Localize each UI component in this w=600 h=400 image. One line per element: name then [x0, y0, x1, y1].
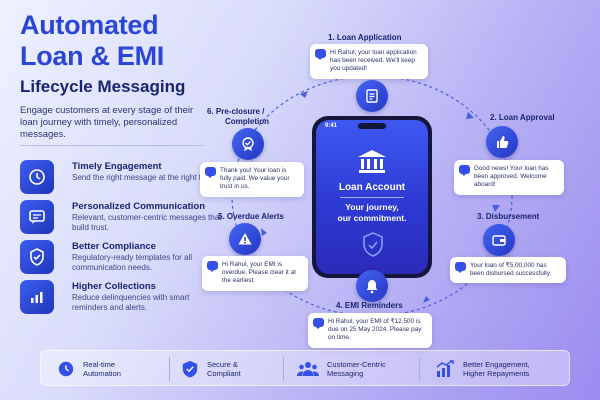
page-title: Automated Loan & EMI Lifecycle Messaging — [20, 10, 250, 98]
loan-account-heading: Loan Account — [338, 182, 406, 193]
step-label-loan-application: 1. Loan Application — [328, 33, 402, 42]
clock-icon — [20, 160, 54, 194]
benefit-separator — [283, 357, 284, 381]
step-label-disbursement: 3. Disbursement — [477, 212, 540, 221]
phone-mockup: 9:41 Loan Account Your journey, our comm… — [312, 116, 432, 278]
feature-title: Timely Engagement — [72, 161, 162, 172]
message-emi-reminders: Hi Rahul, your EMI of ₹12,500 is due on … — [308, 313, 432, 348]
shield-check-icon — [362, 232, 384, 258]
bar-chart-icon — [20, 280, 54, 314]
message-loan-approval: Good news! Your loan has been approved. … — [454, 160, 564, 195]
benefit-separator — [169, 357, 170, 381]
shield-icon — [20, 240, 54, 274]
benefit-secure-compliant: Secure &Compliant — [181, 356, 241, 382]
shield-icon — [182, 360, 198, 378]
step-label-overdue-alerts: 5. Overdue Alerts — [218, 212, 284, 221]
message-text: Thank you! Your loan is fully paid. We v… — [220, 167, 290, 191]
step-label-line-2: Completion — [225, 117, 269, 126]
feature-personalized-communication: Personalized Communication Relevant, cus… — [20, 200, 221, 236]
phone-screen: 9:41 Loan Account Your journey, our comm… — [316, 120, 428, 274]
step-label-emi-reminders: 4. EMI Reminders — [336, 301, 403, 310]
title-line-2: Loan & EMI — [20, 41, 164, 71]
feature-title: Personalized Communication — [72, 201, 206, 212]
wallet-icon — [483, 224, 515, 256]
chat-bubble-icon — [315, 49, 326, 60]
tagline-line-2: our commitment. — [337, 213, 407, 223]
step-label-loan-approval: 2. Loan Approval — [490, 113, 555, 122]
tagline-line-1: Your journey, — [345, 202, 399, 212]
feature-title: Higher Collections — [72, 281, 156, 292]
step-label-pre-closure: 6. Pre-closure / Completion — [207, 107, 269, 127]
message-text: Hi Rahul, your loan application has been… — [330, 49, 417, 73]
feature-higher-collections: Higher Collections Reduce delinquencies … — [20, 280, 210, 316]
warning-icon — [229, 223, 261, 255]
benefit-line-2: Messaging — [327, 369, 364, 378]
chat-bubble-icon — [455, 262, 466, 273]
thumbs-up-icon — [486, 126, 518, 158]
message-disbursement: Your loan of ₹5,00,000 has been disburse… — [450, 257, 566, 284]
feature-better-compliance: Better Compliance Regulatory-ready templ… — [20, 240, 210, 276]
subtitle: Lifecycle Messaging — [20, 77, 186, 96]
feature-desc: Relevant, customer-centric messages that… — [72, 213, 222, 232]
benefit-line-1: Better Engagement, — [463, 360, 530, 369]
message-text: Hi Rahul, your EMI of ₹12,500 is due on … — [328, 318, 422, 342]
phone-tagline: Your journey, our commitment. — [316, 202, 428, 224]
benefit-better-engagement: Better Engagement,Higher Repayments — [435, 356, 530, 382]
chat-bubble-icon — [205, 167, 216, 178]
growth-chart-icon — [436, 360, 454, 377]
divider — [20, 145, 205, 146]
users-icon — [297, 362, 319, 376]
benefit-separator — [419, 357, 420, 381]
message-loan-application: Hi Rahul, your loan application has been… — [310, 44, 428, 79]
bell-icon — [356, 270, 388, 302]
bank-icon — [356, 148, 388, 176]
title-line-1: Automated — [20, 10, 159, 40]
document-icon — [356, 80, 388, 112]
chat-bubble-icon — [313, 318, 324, 329]
phone-notch — [358, 123, 386, 129]
intro-text: Engage customers at every stage of their… — [20, 105, 194, 140]
chat-bubble-icon — [207, 261, 218, 272]
heading-divider — [340, 197, 404, 198]
message-text: Hi Rahul, your EMI is overdue. Please cl… — [222, 261, 296, 285]
benefit-line-1: Customer-Centric — [327, 360, 386, 369]
message-text: Good news! Your loan has been approved. … — [474, 165, 549, 189]
feature-title: Better Compliance — [72, 241, 156, 252]
feature-desc: Send the right message at the right time… — [72, 173, 217, 182]
benefit-line-2: Higher Repayments — [463, 369, 530, 378]
benefit-line-2: Compliant — [207, 369, 241, 378]
benefit-line-1: Real-time — [83, 360, 116, 369]
chat-bubble-icon — [459, 165, 470, 176]
feature-desc: Regulatory-ready templates for all commu… — [72, 253, 193, 272]
message-pre-closure: Thank you! Your loan is fully paid. We v… — [200, 162, 304, 197]
badge-check-icon — [232, 128, 264, 160]
chat-icon — [20, 200, 54, 234]
feature-timely-engagement: Timely Engagement Send the right message… — [20, 160, 216, 196]
feature-desc: Reduce delinquencies with smart reminder… — [72, 293, 190, 312]
step-label-line-1: 6. Pre-closure / — [207, 107, 265, 116]
benefit-line-2: Automation — [83, 369, 121, 378]
message-overdue-alerts: Hi Rahul, your EMI is overdue. Please cl… — [202, 256, 308, 291]
benefit-line-1: Secure & — [207, 360, 238, 369]
status-time: 9:41 — [325, 123, 338, 129]
clock-icon — [58, 361, 74, 377]
message-text: Your loan of ₹5,00,000 has been disburse… — [470, 262, 552, 278]
